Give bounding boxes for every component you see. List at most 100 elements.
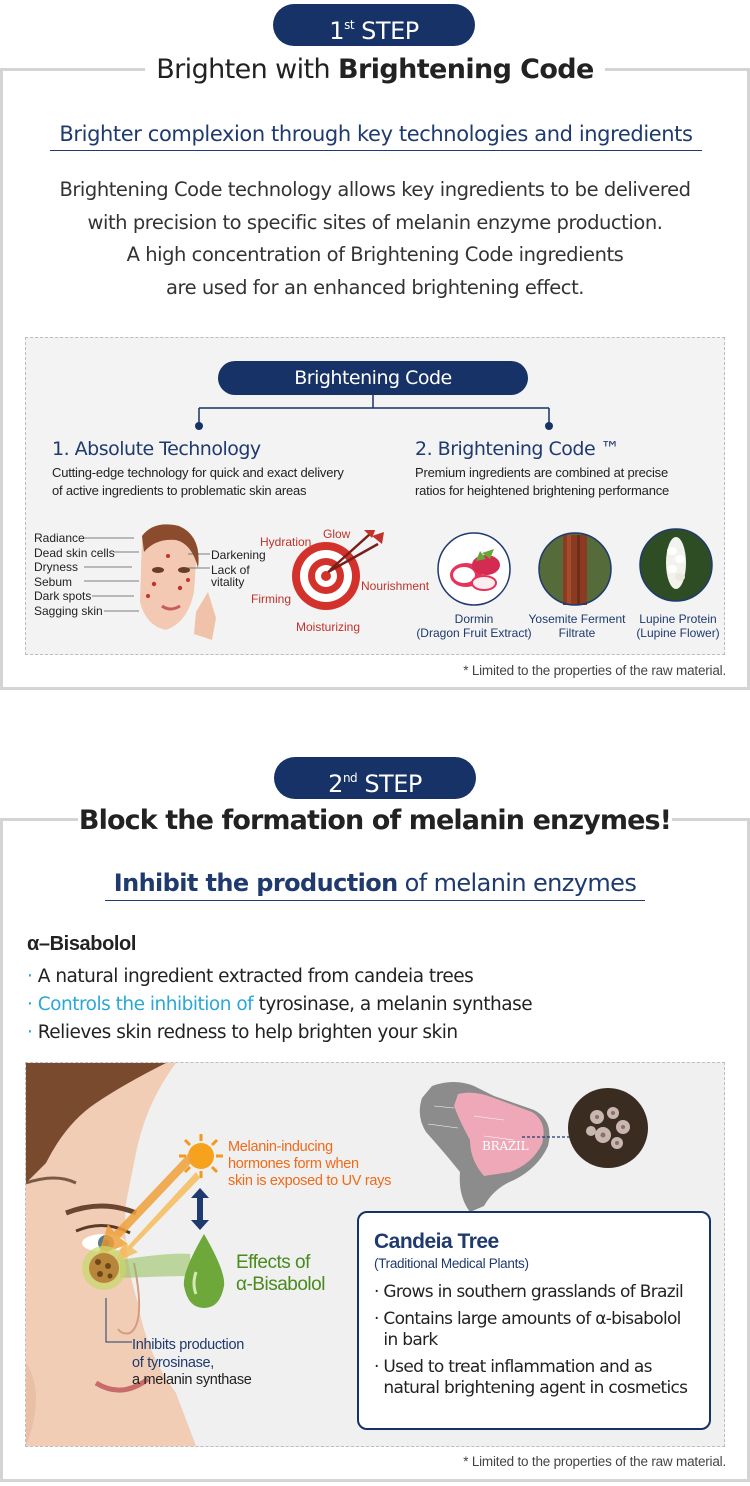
candeia-point-text: Contains large amounts of α-bisabolol [383,1309,681,1329]
tree-connector [195,394,553,430]
cell-icon [82,1246,192,1290]
col1-desc-line: of active ingredients to problematic ski… [52,483,307,498]
skin-problem: Sebum [34,574,73,589]
bullet-item: · Controls the inhibition of tyrosinase,… [27,994,533,1015]
target-label-moisturizing: Moisturizing [296,620,361,634]
effects-line: α-Bisabolol [236,1274,325,1295]
step1-badge-sup: st [344,18,355,32]
ingredient-label: Lupine Protein (Lupine Flower) [628,612,728,640]
bullet-item: · A natural ingredient extracted from ca… [27,966,474,987]
step2-subtitle: Inhibit the production of melanin enzyme… [105,869,645,901]
col1-desc-line: Cutting-edge technology for quick and ex… [52,465,344,480]
skin-problem-list: Radiance Dead skin cells Dryness Sebum D… [34,531,115,618]
ingredient-name: Lupine Protein [639,612,717,626]
candeia-point: · Used to treat inflammation and as natu… [374,1357,688,1398]
col2-desc: Premium ingredients are combined at prec… [415,464,669,500]
inhibits-line: Inhibits production [132,1337,244,1353]
effects-line: Effects of [236,1252,310,1273]
desc-line: are used for an enhanced brightening eff… [165,275,585,299]
skin-problem: vitality [211,575,245,589]
bullet-text: tyrosinase, a melanin synthase [258,994,533,1015]
ingredient-source: Filtrate [558,626,596,640]
candeia-point-text: in bark [383,1330,438,1350]
step1-badge-num: 1 [329,17,345,45]
step2-note: * Limited to the properties of the raw m… [463,1454,726,1469]
face-icon [84,524,216,640]
uv-text-line: hormones form when [228,1156,359,1172]
desc-line: A high concentration of Brightening Code… [126,243,624,266]
col2-desc-line: ratios for heightened brightening perfor… [415,483,670,498]
target-icon [292,530,384,610]
map-icon [419,1082,550,1212]
ingredient-heading: α–Bisabolol [27,933,137,955]
step2-badge-sup: nd [342,771,358,785]
brightening-code-badge: Brightening Code [218,361,528,395]
candeia-title: Candeia Tree [374,1230,499,1253]
candeia-point-text: Grows in southern grasslands of Brazil [383,1282,683,1302]
bullet-text: Relieves skin redness to help brighten y… [37,1022,458,1043]
skin-problem-right: Darkening Lack of vitality [211,548,266,590]
bullet-item: · Relieves skin redness to help brighten… [27,1022,458,1043]
inhibits-line: of tyrosinase, [132,1354,215,1371]
candeia-point-text: Used to treat inflammation and as [383,1357,652,1377]
desc-line: with precision to specific sites of mela… [87,210,663,234]
bisabolol-bullets: · A natural ingredient extracted from ca… [27,963,533,1047]
skin-problem: Dryness [34,560,79,574]
desc-line: Brightening Code technology allows key i… [59,178,691,201]
candeia-point: · Grows in southern grasslands of Brazil [374,1282,684,1302]
ingredient-label: Dormin (Dragon Fruit Extract) [414,612,534,640]
step1-subtitle: Brighter complexion through key technolo… [50,122,702,151]
candeia-point-text: natural brightening agent in cosmetics [383,1378,688,1398]
skin-problem: Dead skin cells [34,545,115,560]
uv-text-line: Melanin-inducing [228,1139,333,1155]
updown-arrow-icon [191,1188,209,1230]
col1-title: 1. Absolute Technology [52,438,261,460]
ingredient-source: (Dragon Fruit Extract) [416,626,532,640]
dragon-fruit-icon [437,532,511,606]
bullet-text-highlight: Controls the inhibition of [37,994,254,1015]
skin-problem: Dark spots [34,589,92,603]
step2-title: Block the formation of melanin enzymes! [78,802,672,840]
step2-subtitle-rest: of melanin enzymes [404,869,637,897]
ingredient-label: Yosemite Ferment Filtrate [520,612,634,640]
step2-subtitle-bold: Inhibit the production [113,869,398,897]
candeia-box [357,1211,711,1430]
ingredient-name: Dormin [454,612,494,626]
step1-title: Brighten with Brightening Code [145,52,605,88]
lupine-icon [639,528,713,602]
arrow-icon [98,1154,200,1262]
target-label-hydration: Hydration [260,535,312,549]
step1-title-bold: Brightening Code [338,54,594,85]
target-label-nourishment: Nourishment [361,579,430,593]
bullet-text: A natural ingredient extracted from cand… [37,966,474,987]
step2-badge: 2nd STEP [274,757,476,799]
uv-text-line: skin is exposed to UV rays [228,1173,392,1189]
step1-note: * Limited to the properties of the raw m… [463,663,726,678]
candeia-point: · Contains large amounts of α-bisabolol … [374,1309,681,1350]
target-label-firming: Firming [251,592,292,606]
skin-problem: Radiance [34,531,85,545]
skin-problem: Darkening [211,548,266,562]
skin-problem: Sagging skin [34,603,103,618]
uv-text: Melanin-inducing hormones form when skin… [228,1139,391,1190]
step1-badge: 1st STEP [273,4,475,46]
skin-problem: Lack of [211,562,250,577]
ingredient-source: (Lupine Flower) [636,626,720,640]
ingredient-name: Yosemite Ferment [528,612,626,626]
sequoia-icon [538,532,612,606]
inhibits-line: a melanin synthase [132,1372,252,1388]
candeia-points: · Grows in southern grasslands of Brazil… [374,1282,688,1399]
step2-badge-word: STEP [364,770,422,798]
target-label-glow: Glow [323,527,351,541]
effects-label: Effects of α-Bisabolol [236,1252,325,1296]
col1-desc: Cutting-edge technology for quick and ex… [52,464,344,500]
inhibits-connector [105,1298,132,1343]
step2-badge-num: 2 [328,770,343,798]
candeia-subtitle: (Traditional Medical Plants) [374,1256,529,1271]
step1-badge-word: STEP [361,17,419,45]
inhibits-text: Inhibits production of tyrosinase, a mel… [132,1337,252,1390]
step1-title-plain: Brighten with [156,54,331,85]
col2-desc-line: Premium ingredients are combined at prec… [415,465,668,480]
step1-description: Brightening Code technology allows key i… [20,174,730,304]
sun-icon [179,1134,223,1178]
